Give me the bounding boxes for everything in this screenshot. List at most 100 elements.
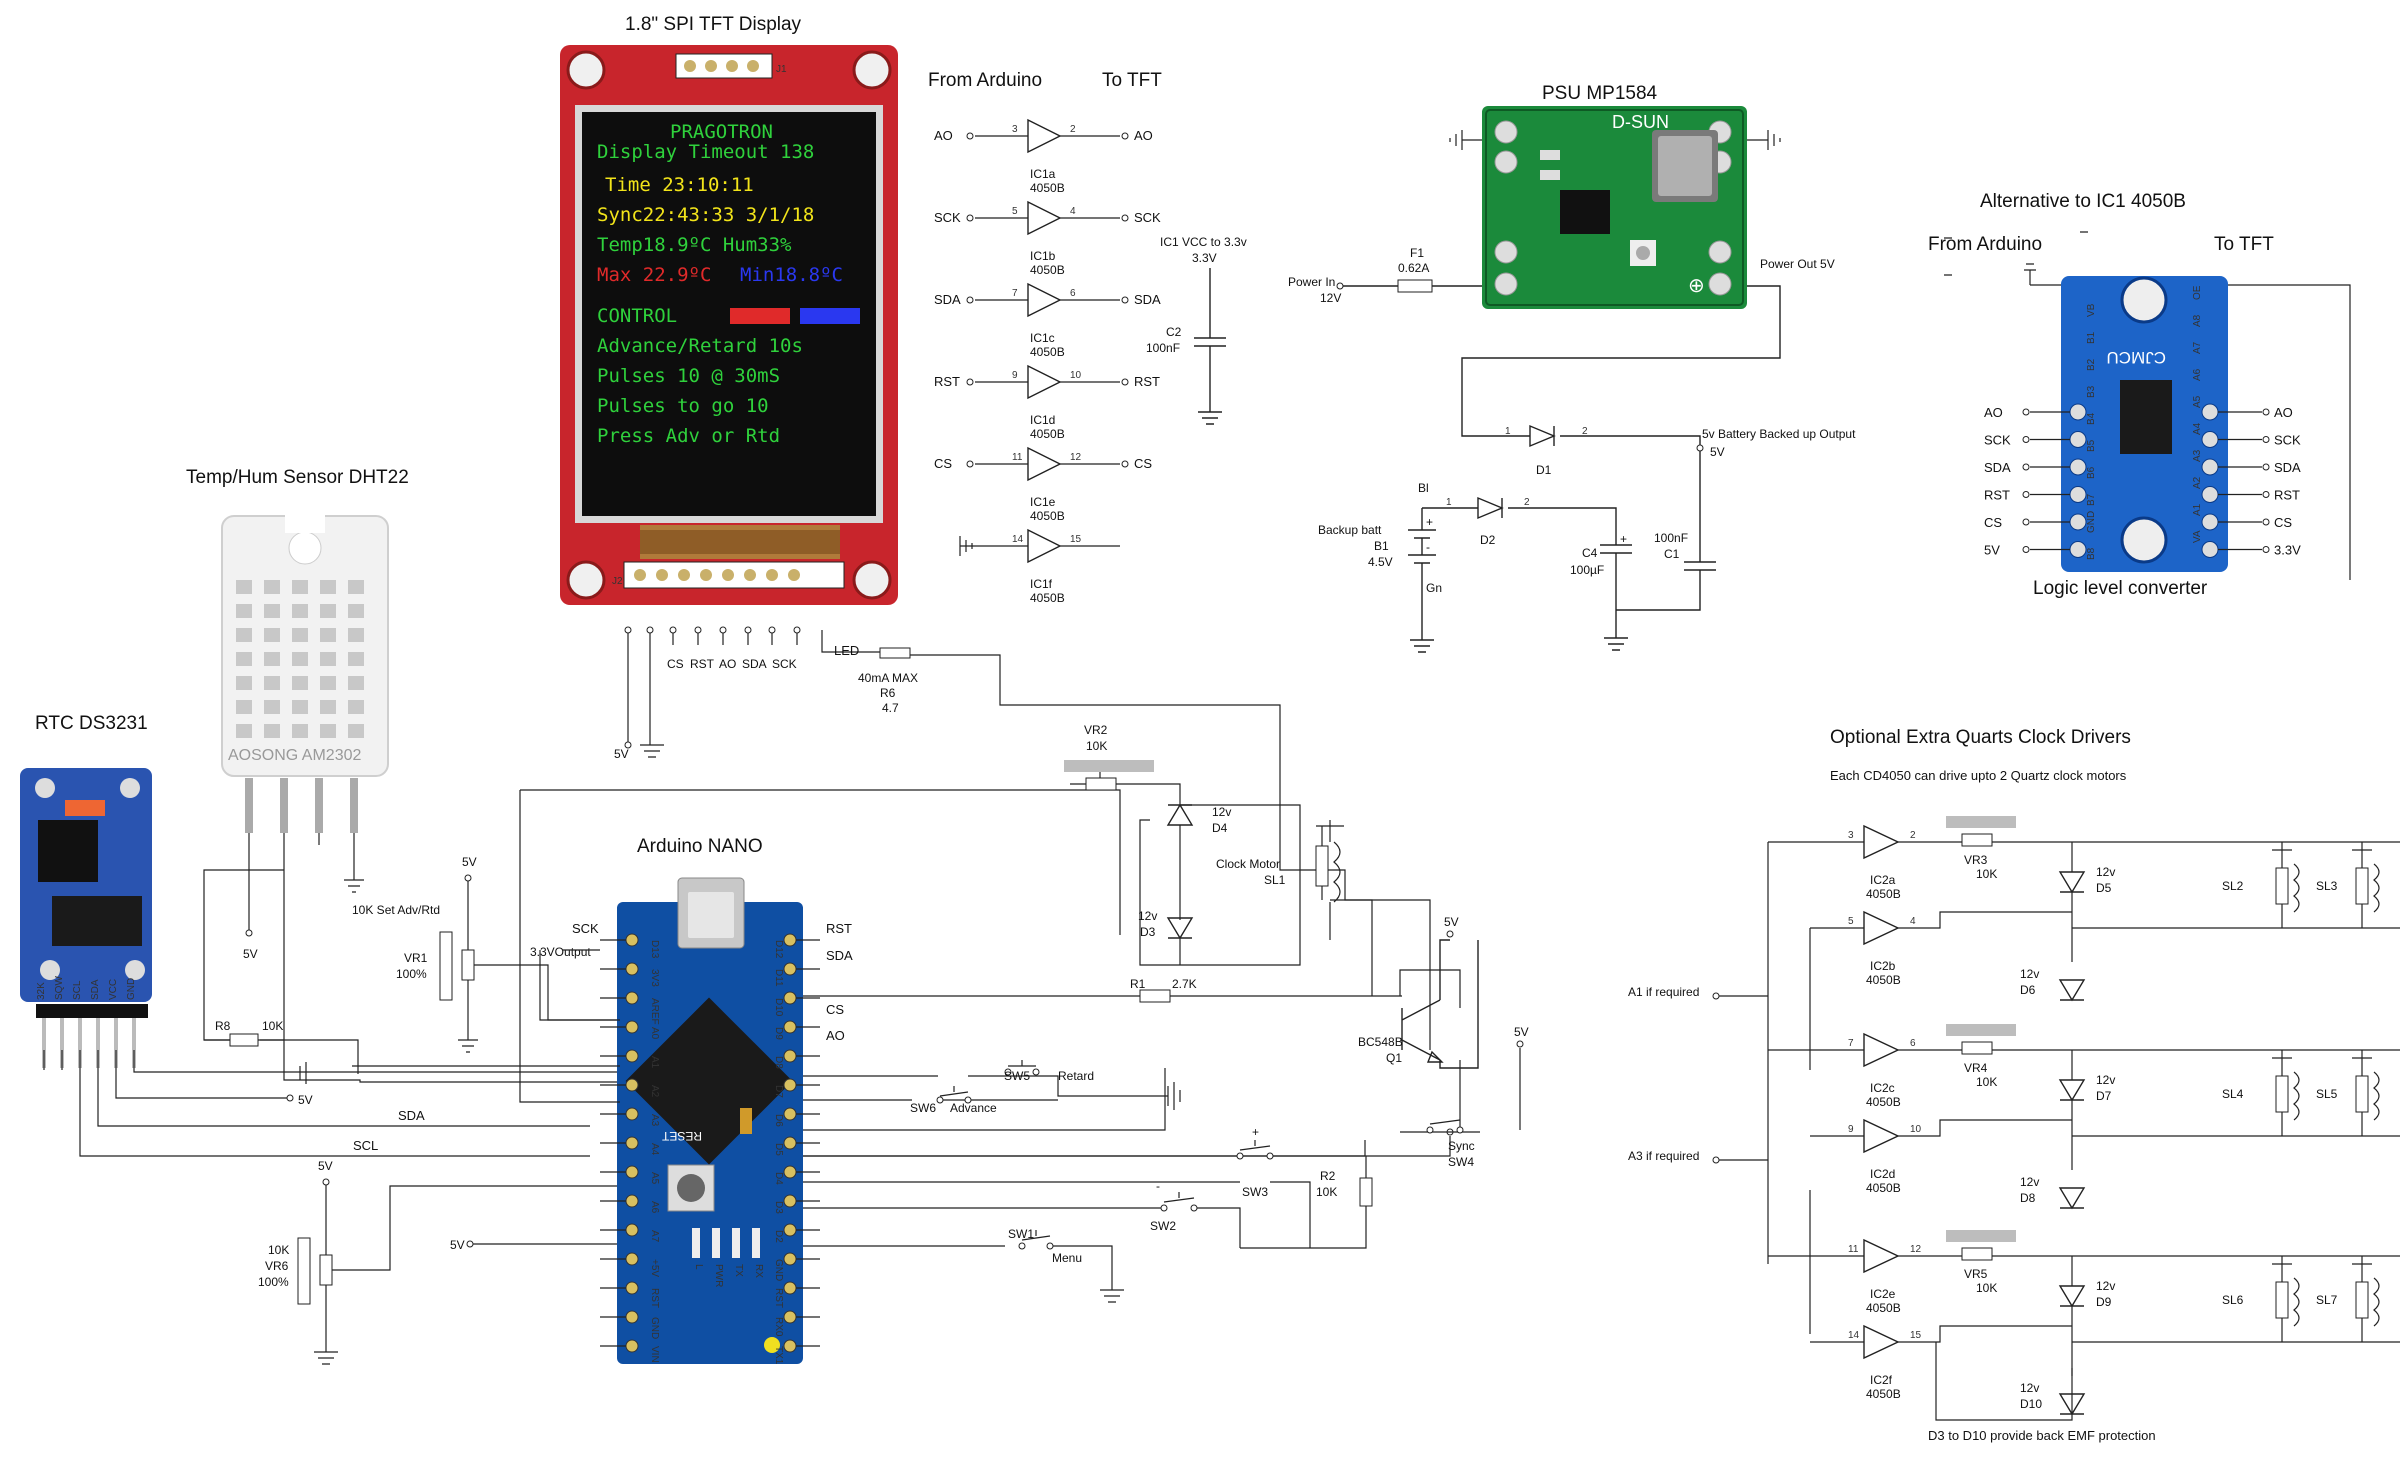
bl-label: Bl <box>1418 481 1429 495</box>
driver-motor-wire <box>2352 1050 2372 1136</box>
b1-label: B1 <box>1374 539 1389 553</box>
converter-pad <box>2201 513 2219 531</box>
driver-pin-in: 14 <box>1848 1330 1860 1341</box>
sl1-clock-motor <box>1315 820 1344 940</box>
nano-right-pin-label: RX0 <box>773 1317 784 1337</box>
nano-left-pad <box>625 1252 639 1266</box>
tft-line-pulses-to-go: Pulses to go 10 <box>597 395 769 417</box>
dht-vent <box>320 628 336 642</box>
nano-left-pad <box>625 991 639 1005</box>
menu-label: Menu <box>1052 1251 1082 1265</box>
tft-blue-bar <box>800 308 860 324</box>
driver-diode <box>2058 979 2086 1002</box>
sw2-switch[interactable] <box>1160 1192 1198 1212</box>
converter-pad <box>2201 403 2219 421</box>
converter-right-label: SDA <box>2274 460 2301 475</box>
nano-right-pad <box>783 1281 797 1295</box>
converter-left-pin: CS <box>1984 513 2087 531</box>
buffer-out-terminal <box>1121 378 1129 386</box>
buffer-ic-label: IC1c <box>1030 331 1055 345</box>
buffer-in-label: RST <box>934 374 960 389</box>
c4-value: 100µF <box>1570 563 1604 577</box>
converter-pin-terminal <box>2262 518 2270 526</box>
driver-motor-label: SL5 <box>2316 1087 2338 1101</box>
nano-left-pad <box>625 1310 639 1324</box>
driver-motor-body <box>2355 1281 2369 1319</box>
dht-vent <box>264 628 280 642</box>
psu-wiring <box>1336 130 1781 653</box>
r6-value: 4.7 <box>882 701 899 715</box>
buffer-triangle <box>1027 528 1062 564</box>
logic-level-converter: CJMCU <box>2061 276 2228 572</box>
dht-vent <box>320 604 336 618</box>
driver-triangle <box>1863 1238 1900 1274</box>
buffer-ic-label: IC1f <box>1030 577 1053 591</box>
sw3-switch[interactable] <box>1236 1140 1274 1160</box>
converter-pad <box>2069 541 2087 558</box>
converter-top-pin-label: B4 <box>2086 412 2097 425</box>
nano-left-pin-label: AREF <box>649 998 660 1025</box>
sw5-switch[interactable] <box>1004 1060 1040 1076</box>
converter-left-label: 5V <box>1984 543 2000 558</box>
converter-right-pin: RST <box>2201 486 2300 503</box>
dht-vent <box>236 604 252 618</box>
converter-pin-terminal <box>2022 546 2030 553</box>
nano-right-pad <box>783 1339 797 1353</box>
buffer-in-label: CS <box>934 456 952 471</box>
driver-pin-in: 3 <box>1848 830 1854 841</box>
driver-ic-label: IC2c <box>1870 1081 1895 1095</box>
battery-minus: - <box>1426 540 1430 554</box>
dht-5v: 5V <box>243 947 258 961</box>
ic1-vcc-value: 3.3V <box>1192 251 1217 265</box>
vr6-potentiometer <box>297 1178 620 1365</box>
sync-switch[interactable] <box>1426 1119 1464 1134</box>
driver-pin-in: 9 <box>1848 1124 1854 1135</box>
converter-right-pin: CS <box>2201 513 2292 531</box>
r6-label: R6 <box>880 686 896 700</box>
converter-pin-terminal <box>2022 408 2030 416</box>
f1-value: 0.62A <box>1398 261 1429 275</box>
driver-ic-label: IC2a <box>1870 873 1896 887</box>
driver-pin-in: 5 <box>1848 916 1854 927</box>
nano-left-pin-label: A5 <box>649 1172 660 1185</box>
converter-bottom-pin-label: A3 <box>2192 449 2203 462</box>
driver-motor-wire <box>2272 842 2292 928</box>
dht-vent <box>292 700 308 714</box>
nano-left-pin-label: GND <box>649 1317 660 1339</box>
converter-top-pin-label: B5 <box>2086 439 2097 452</box>
buffer-part-label: 4050B <box>1030 591 1065 605</box>
buffer-pin-in: 3 <box>1012 124 1018 135</box>
sw1-switch[interactable] <box>1018 1230 1054 1250</box>
tft-5v-label: 5V <box>614 747 629 761</box>
converter-right-pin: SCK <box>2201 431 2301 448</box>
nano-right-pad <box>783 1136 797 1150</box>
sw6-switch[interactable] <box>936 1086 972 1104</box>
buffer-pin-out: 6 <box>1070 288 1076 299</box>
buffer-pin-out: 4 <box>1070 206 1076 217</box>
q1-transistor <box>1330 899 1479 1069</box>
tft-red-bar <box>730 308 790 324</box>
battery-plus: + <box>1426 515 1433 529</box>
nano-left-pad <box>625 1136 639 1150</box>
converter-pad <box>2069 431 2087 448</box>
converter-top-pin-label: B7 <box>2086 493 2097 506</box>
buffer-in-terminal <box>966 214 974 222</box>
dht-vent <box>292 676 308 690</box>
converter-top-pin-label: B6 <box>2086 466 2097 479</box>
dht-vent <box>264 604 280 618</box>
optional-title: Optional Extra Quarts Clock Drivers <box>1830 727 2131 748</box>
converter-left-pin: AO <box>1984 403 2087 421</box>
buffer-part-label: 4050B <box>1030 345 1065 359</box>
driver-ic-label: IC2f <box>1870 1373 1893 1387</box>
converter-pin-terminal <box>2262 436 2270 443</box>
buffer-in-terminal <box>966 296 974 304</box>
driver-part-label: 4050B <box>1866 1387 1901 1401</box>
nano-left-pin-label: RST <box>649 1288 660 1308</box>
converter-right-label: CS <box>2274 515 2292 530</box>
psu-brand: D-SUN <box>1612 112 1669 132</box>
driver-motor-coil <box>2373 1277 2380 1327</box>
buffer-pin-in: 7 <box>1012 288 1018 299</box>
nano-right-pin-label: GND <box>773 1259 784 1281</box>
